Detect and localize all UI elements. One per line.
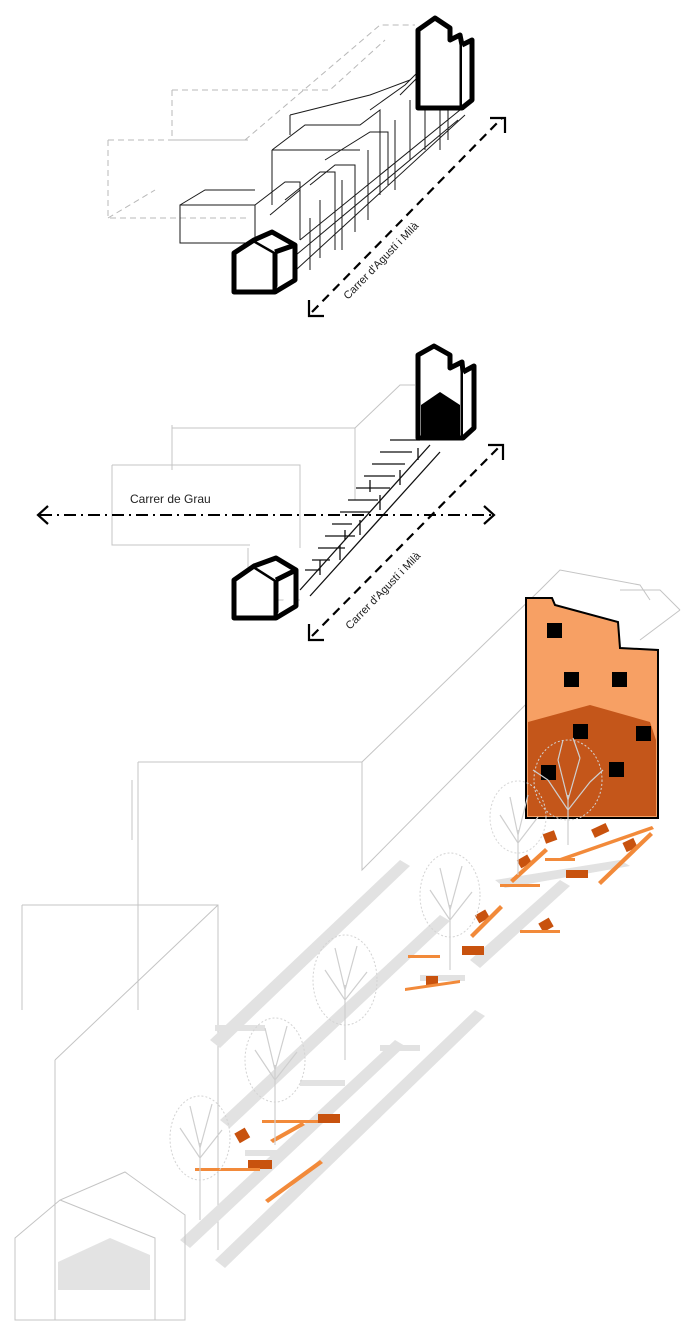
landmark-house-south-2 [234,558,296,618]
street-label-grau: Carrer de Grau [130,492,211,506]
tree [170,1096,230,1220]
panel-existing-buildings: Carrer d'Agustí i Milà [108,18,505,316]
panel-street-crossing: Carrer de Grau Carrer d'Agustí i Milà [38,346,503,640]
facade-orange [526,598,658,818]
benches [195,823,654,1203]
landmark-tower-north-2 [418,346,474,438]
ghost-volumes [108,25,415,218]
street-arrow-agusti-mid [309,445,503,640]
panel-proposal [15,570,680,1320]
landmark-house-south [234,232,295,292]
street-hatch [300,440,440,596]
street-arrow-agusti-top [309,118,505,316]
house-bottom-left [15,1172,185,1320]
axis-grau [38,506,494,524]
landmark-tower-north [418,18,472,108]
street-label-agusti-top: Carrer d'Agustí i Milà [342,219,422,302]
paving [180,860,630,1268]
